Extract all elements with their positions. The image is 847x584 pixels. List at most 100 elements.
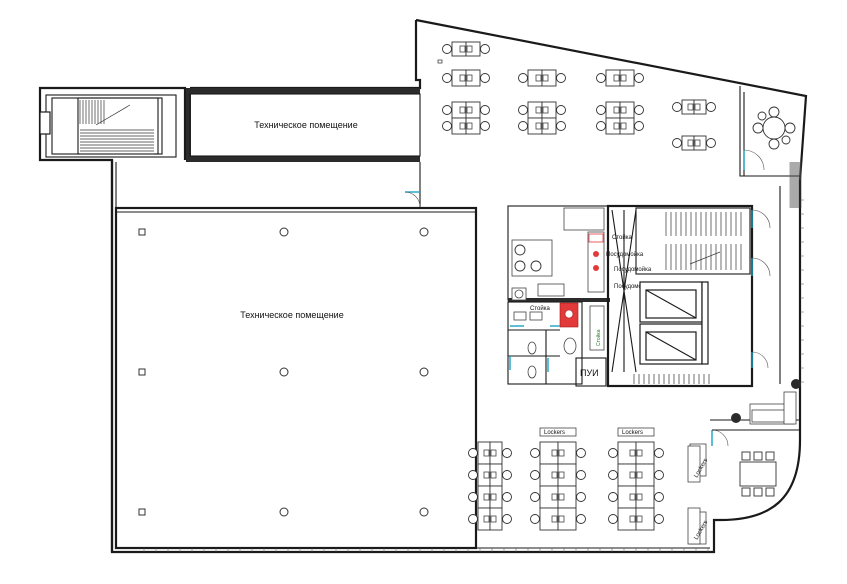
- chair: [672, 102, 682, 112]
- chair: [556, 73, 566, 83]
- chair: [480, 73, 490, 83]
- monitor: [551, 449, 558, 457]
- chair: [741, 487, 751, 497]
- monitor: [636, 449, 643, 457]
- column: [138, 508, 146, 516]
- restrooms: [507, 301, 583, 385]
- desk: [541, 117, 557, 135]
- monitor: [483, 493, 490, 501]
- chair: [576, 448, 586, 458]
- monitor: [613, 74, 620, 82]
- monitor: [620, 74, 627, 82]
- desk: [635, 507, 655, 531]
- monitor: [558, 515, 565, 523]
- monitor: [613, 106, 620, 114]
- tech-room-main-label: Техническое помещение: [240, 310, 343, 320]
- monitor: [490, 471, 497, 479]
- chair: [468, 448, 478, 458]
- column: [279, 507, 289, 517]
- chair: [502, 514, 512, 524]
- monitor: [466, 45, 473, 53]
- facade-hatch: [789, 162, 804, 383]
- desk: [465, 41, 481, 57]
- janitor-room: ПУИ: [575, 357, 607, 387]
- chair: [556, 105, 566, 115]
- column: [419, 507, 429, 517]
- chair: [765, 487, 775, 497]
- monitor: [459, 45, 466, 53]
- chair: [654, 448, 664, 458]
- chair: [480, 121, 490, 131]
- chair: [654, 470, 664, 480]
- chair: [576, 492, 586, 502]
- desk: [541, 69, 557, 87]
- monitor: [629, 471, 636, 479]
- monitor: [483, 449, 490, 457]
- chair: [608, 492, 618, 502]
- vertical-counter: Стойка: [589, 305, 605, 351]
- desk: [619, 69, 635, 87]
- monitor: [620, 106, 627, 114]
- monitor: [535, 74, 542, 82]
- kitchen: Стойка Посудомойка Посудомойка Посудомой…: [507, 205, 652, 302]
- chair: [654, 514, 664, 524]
- monitor: [490, 515, 497, 523]
- column: [279, 367, 289, 377]
- column: [138, 228, 146, 236]
- desk: [619, 117, 635, 135]
- tech-room-top-label: Техническое помещение: [254, 120, 357, 130]
- chair: [480, 105, 490, 115]
- monitor: [466, 74, 473, 82]
- monitor: [459, 74, 466, 82]
- column: [279, 227, 289, 237]
- monitor: [490, 493, 497, 501]
- janitor-label: ПУИ: [580, 368, 599, 378]
- chair: [672, 138, 682, 148]
- monitor: [542, 74, 549, 82]
- east-corridor: [779, 180, 801, 440]
- chair: [608, 448, 618, 458]
- monitor: [483, 515, 490, 523]
- chair: [530, 492, 540, 502]
- chair: [442, 121, 452, 131]
- kitchen-red-label: Стойка: [530, 305, 550, 312]
- chair: [596, 121, 606, 131]
- chair: [518, 121, 528, 131]
- monitor: [490, 449, 497, 457]
- chair: [706, 138, 716, 148]
- monitor: [558, 449, 565, 457]
- lockers-label-1: Lockers: [544, 430, 565, 436]
- chair: [634, 121, 644, 131]
- monitor: [551, 515, 558, 523]
- kitchen-red-counter: Стойка: [530, 302, 579, 328]
- chair: [518, 73, 528, 83]
- chair: [634, 105, 644, 115]
- monitor: [558, 471, 565, 479]
- monitor: [542, 122, 549, 130]
- chair: [442, 105, 452, 115]
- vertical-counter-label: Стойка: [595, 329, 602, 346]
- chair: [596, 73, 606, 83]
- chair: [654, 492, 664, 502]
- chair: [576, 470, 586, 480]
- kitchen-label-dishwasher-3: Посудомойка: [614, 283, 652, 290]
- monitor: [687, 139, 694, 147]
- chair: [706, 102, 716, 112]
- monitor: [551, 471, 558, 479]
- chair: [502, 470, 512, 480]
- kitchen-label-dishwasher-1: Посудомойка: [606, 251, 644, 258]
- monitor: [466, 106, 473, 114]
- monitor: [629, 493, 636, 501]
- chair: [530, 470, 540, 480]
- bottom-hatch: [140, 547, 710, 552]
- monitor: [694, 103, 701, 111]
- open-office-north: [437, 41, 716, 151]
- chair: [608, 470, 618, 480]
- monitor: [636, 493, 643, 501]
- lounge: [711, 379, 801, 447]
- monitor: [535, 106, 542, 114]
- chair: [502, 492, 512, 502]
- desk: [557, 507, 577, 531]
- core-east: [606, 204, 771, 388]
